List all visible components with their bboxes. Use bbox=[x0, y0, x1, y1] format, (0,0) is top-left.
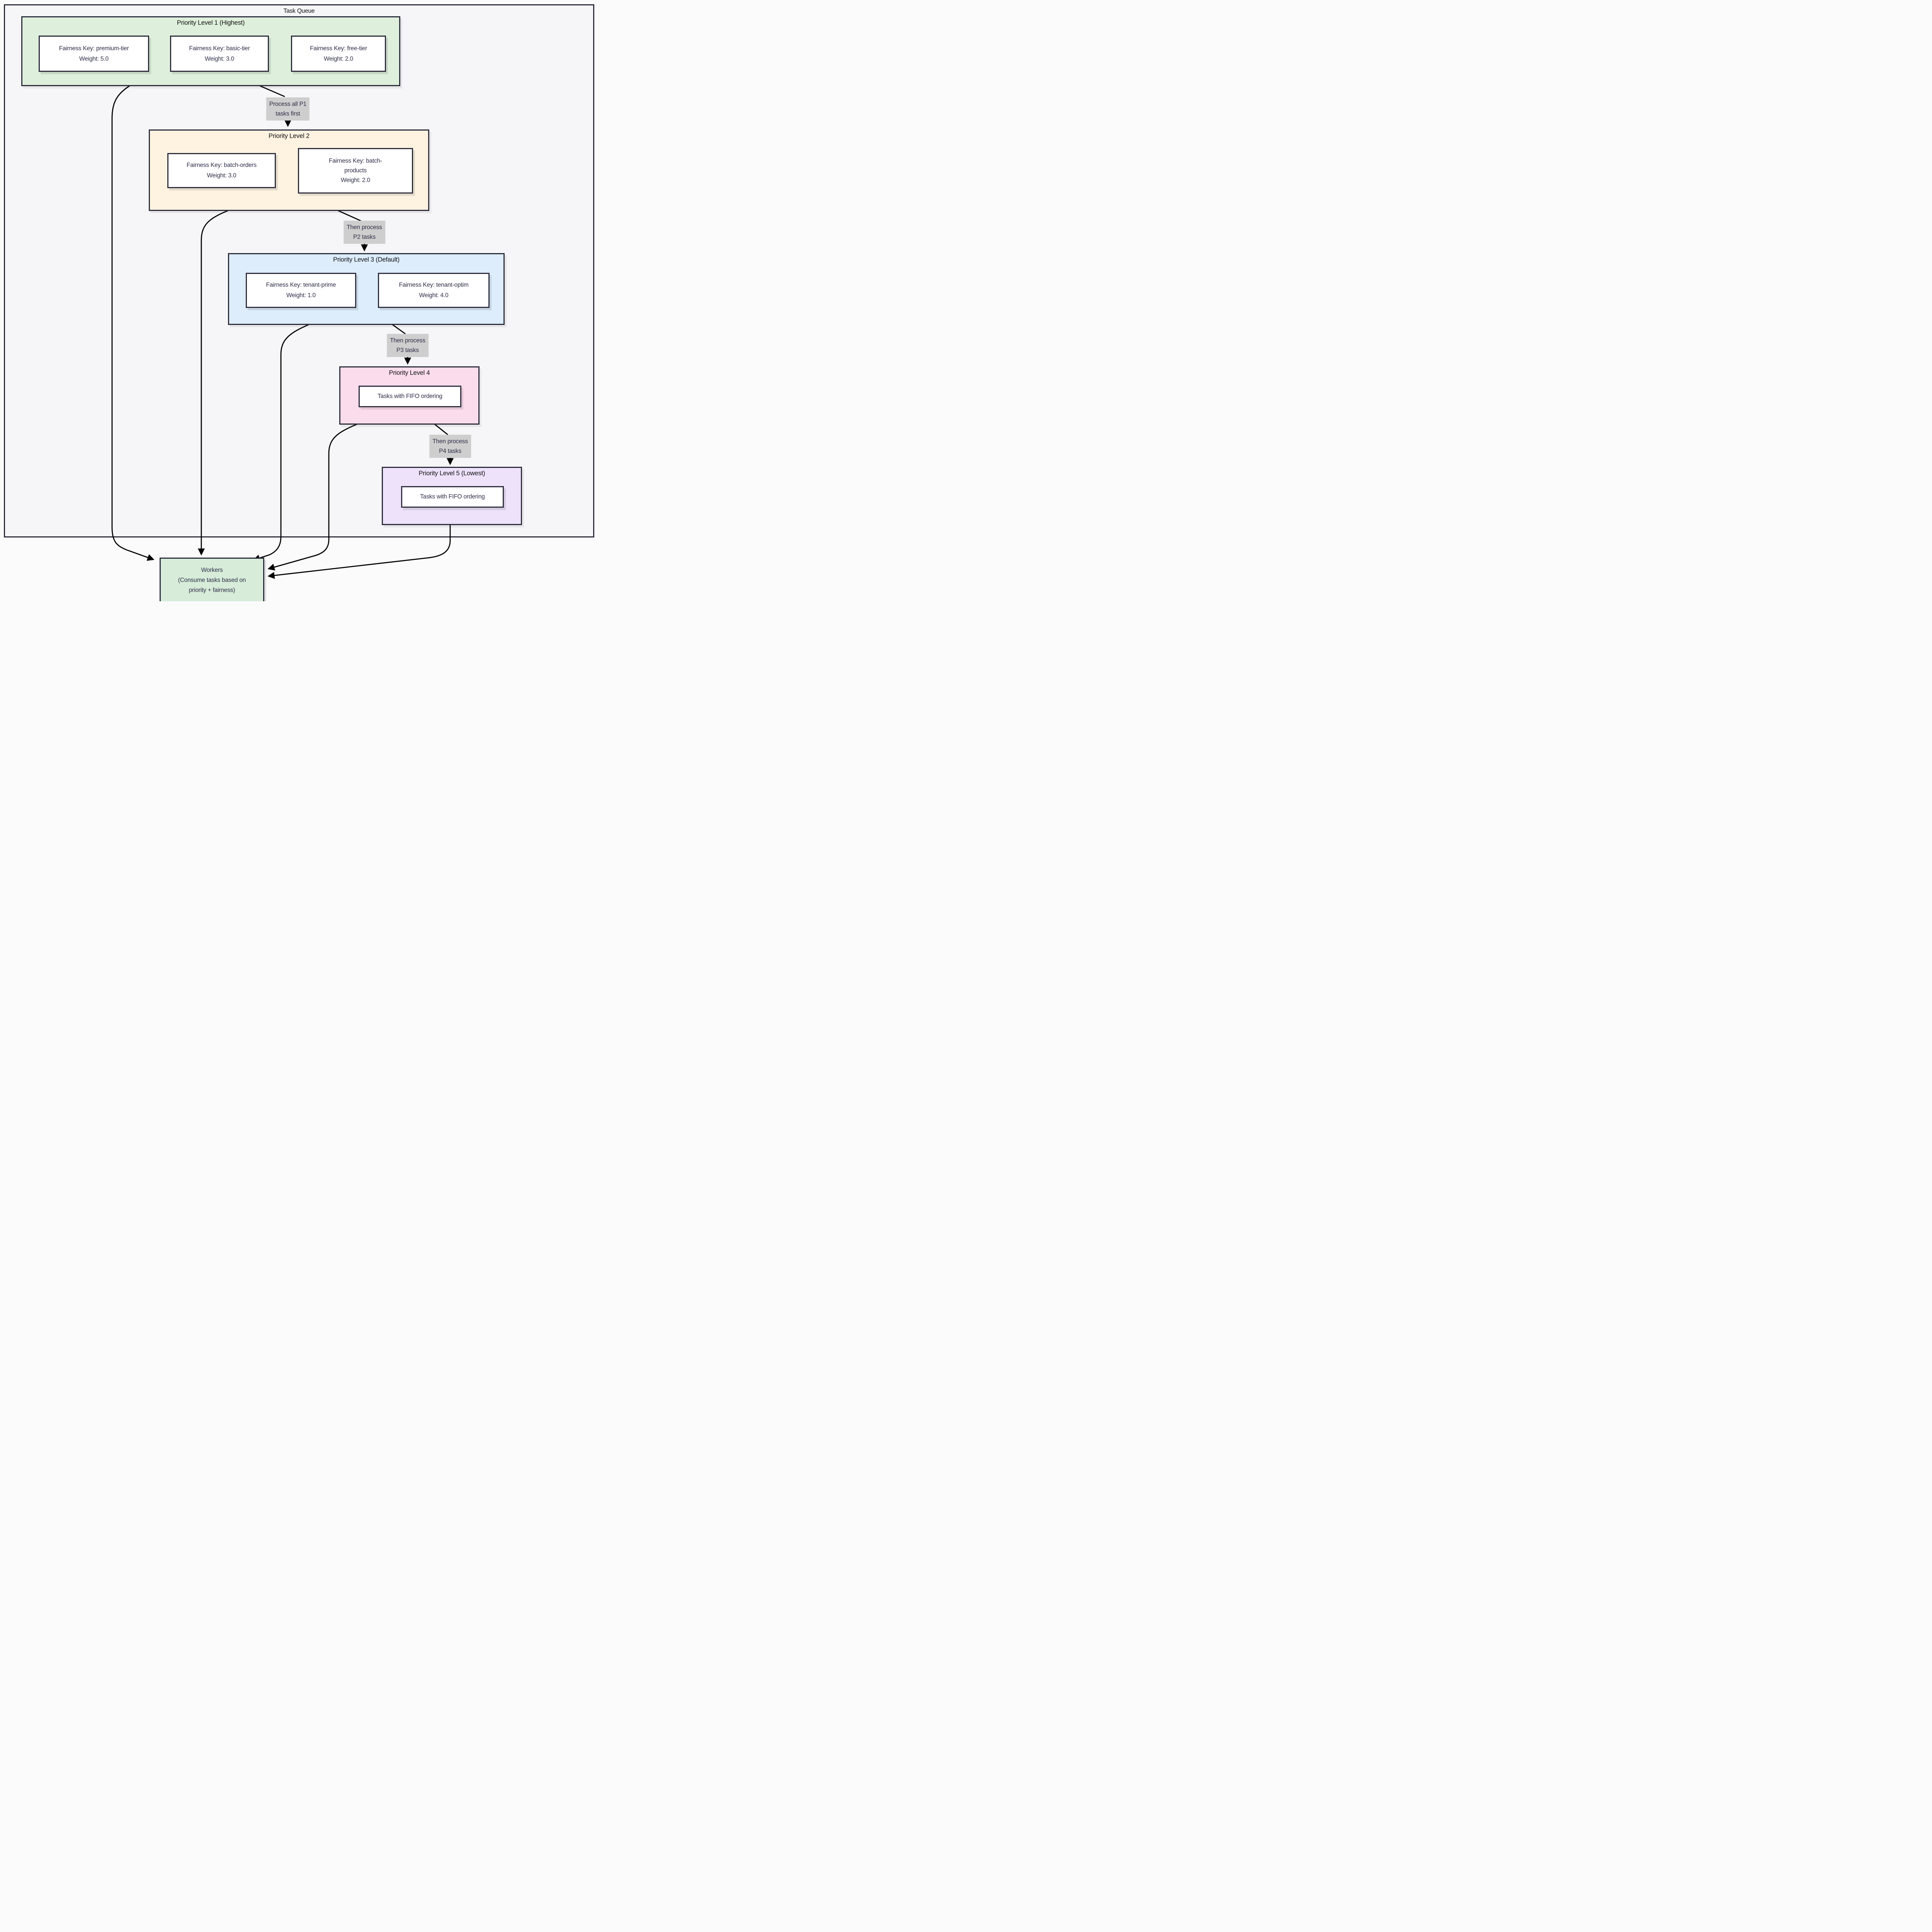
edge-label-p1-p2: Process all P1 tasks first bbox=[266, 97, 310, 121]
edge-label-p3-p4-line1: Then process bbox=[390, 337, 425, 344]
node-batch-orders: Fairness Key: batch-orders Weight: 3.0 bbox=[167, 153, 276, 188]
edge-label-p1-p2-line1: Process all P1 bbox=[269, 101, 307, 107]
node-p4-fifo-label: Tasks with FIFO ordering bbox=[378, 393, 442, 400]
edge-label-p1-p2-line2: tasks first bbox=[276, 111, 300, 117]
node-workers-desc-1: (Consume tasks based on bbox=[178, 577, 246, 583]
node-batch-orders-weight: Weight: 3.0 bbox=[207, 172, 236, 179]
subgraph-priority-5-title: Priority Level 5 (Lowest) bbox=[418, 470, 485, 477]
node-free-tier-key: Fairness Key: free-tier bbox=[310, 45, 367, 52]
node-batch-orders-key: Fairness Key: batch-orders bbox=[187, 162, 257, 169]
node-workers-title: Workers bbox=[201, 567, 223, 573]
edge-p2-label2 bbox=[334, 208, 362, 222]
node-batch-products-weight: Weight: 2.0 bbox=[341, 177, 370, 184]
node-tenant-prime-weight: Weight: 1.0 bbox=[286, 292, 316, 299]
edge-p3-workers bbox=[253, 322, 313, 561]
node-p4-fifo: Tasks with FIFO ordering bbox=[359, 386, 461, 407]
diagram-canvas: Task Queue bbox=[0, 0, 596, 601]
edge-label-p4-p5-line2: P4 tasks bbox=[439, 448, 461, 454]
node-tenant-prime: Fairness Key: tenant-prime Weight: 1.0 bbox=[246, 273, 356, 308]
node-tenant-optim-weight: Weight: 4.0 bbox=[419, 292, 449, 299]
edge-p4-label4 bbox=[432, 422, 448, 435]
node-batch-products-key-1: Fairness Key: batch- bbox=[328, 158, 383, 165]
edge-p5-workers bbox=[267, 523, 451, 579]
edge-label-p2-p3-line1: Then process bbox=[347, 224, 382, 231]
subgraph-priority-3: Priority Level 3 (Default) Fairness Key:… bbox=[228, 253, 505, 325]
node-p5-fifo-label: Tasks with FIFO ordering bbox=[420, 493, 485, 500]
node-tenant-prime-key: Fairness Key: tenant-prime bbox=[266, 282, 336, 289]
edge-p1-label1 bbox=[256, 83, 285, 97]
subgraph-priority-2: Priority Level 2 Fairness Key: batch-ord… bbox=[149, 129, 429, 211]
node-tenant-optim-key: Fairness Key: tenant-optim bbox=[399, 282, 469, 289]
node-basic-tier: Fairness Key: basic-tier Weight: 3.0 bbox=[170, 36, 269, 72]
edge-p1-workers bbox=[111, 83, 155, 561]
edge-label-p2-p3-line2: P2 tasks bbox=[353, 234, 376, 240]
subgraph-priority-5: Priority Level 5 (Lowest) Tasks with FIF… bbox=[382, 467, 522, 525]
subgraph-priority-2-title: Priority Level 2 bbox=[269, 133, 310, 139]
edge-p4-workers bbox=[267, 422, 361, 571]
edge-label-p3-p4: Then process P3 tasks bbox=[387, 334, 429, 357]
node-free-tier-weight: Weight: 2.0 bbox=[324, 55, 353, 62]
node-basic-tier-key: Fairness Key: basic-tier bbox=[189, 45, 250, 52]
node-premium-tier: Fairness Key: premium-tier Weight: 5.0 bbox=[39, 36, 149, 72]
node-premium-tier-key: Fairness Key: premium-tier bbox=[59, 45, 129, 52]
subgraph-priority-4-title: Priority Level 4 bbox=[389, 369, 430, 376]
edge-p2-workers bbox=[197, 208, 232, 556]
node-batch-products-key-2: products bbox=[344, 167, 367, 174]
subgraph-priority-1: Priority Level 1 (Highest) Fairness Key:… bbox=[21, 16, 400, 86]
subgraph-priority-4: Priority Level 4 Tasks with FIFO orderin… bbox=[339, 366, 480, 425]
container-title: Task Queue bbox=[283, 8, 315, 14]
edge-label-p4-p5-line1: Then process bbox=[432, 438, 468, 445]
node-tenant-optim: Fairness Key: tenant-optim Weight: 4.0 bbox=[378, 273, 490, 308]
node-premium-tier-weight: Weight: 5.0 bbox=[79, 55, 109, 62]
node-p5-fifo: Tasks with FIFO ordering bbox=[401, 486, 504, 508]
node-basic-tier-weight: Weight: 3.0 bbox=[205, 55, 234, 62]
node-workers-desc-2: priority + fairness) bbox=[189, 587, 235, 594]
edge-label-p2-p3: Then process P2 tasks bbox=[344, 221, 385, 244]
edge-label-p4-p5: Then process P4 tasks bbox=[429, 435, 471, 458]
subgraph-priority-1-title: Priority Level 1 (Highest) bbox=[177, 19, 245, 26]
node-workers: Workers (Consume tasks based on priority… bbox=[160, 558, 264, 601]
node-free-tier: Fairness Key: free-tier Weight: 2.0 bbox=[291, 36, 386, 72]
edge-label-p3-p4-line2: P3 tasks bbox=[396, 347, 419, 354]
node-batch-products: Fairness Key: batch- products Weight: 2.… bbox=[298, 148, 413, 194]
subgraph-priority-3-title: Priority Level 3 (Default) bbox=[333, 256, 400, 263]
